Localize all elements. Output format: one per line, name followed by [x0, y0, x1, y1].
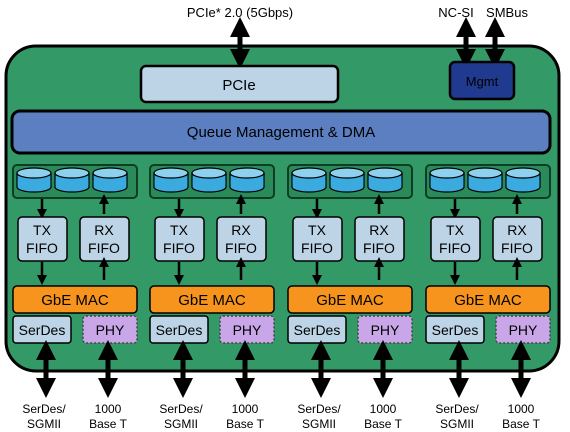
tx-fifo-label-line2: FIFO	[439, 240, 471, 256]
buffer-disk-top	[429, 167, 465, 179]
gbe-mac-block	[425, 285, 551, 314]
gbe-mac-block	[287, 285, 413, 314]
serdes-external-label-line1: SerDes/	[435, 402, 479, 416]
buffer-disk-fill	[292, 180, 326, 187]
tx-fifo-label-line2: FIFO	[26, 240, 58, 256]
buffer-disk-top	[191, 167, 227, 179]
buffer-disk-fill	[93, 180, 127, 187]
buffer-disk-fill	[55, 180, 89, 187]
buffer-disk-top	[153, 167, 189, 179]
mgmt-block: Mgmt	[448, 60, 516, 101]
tx-fifo-label-line2: FIFO	[301, 240, 333, 256]
gbe-mac-label: GbE MAC	[41, 292, 109, 309]
gbe-mac-label: GbE MAC	[316, 292, 384, 309]
serdes-external-label-line1: SerDes/	[22, 402, 66, 416]
tx-fifo-label-line1: TX	[308, 222, 327, 238]
rx-fifo-label-line1: RX	[507, 222, 527, 238]
buffer-disk-fill	[230, 180, 264, 187]
phy-external-label-line1: 1000	[370, 402, 397, 416]
serdes-external-label-line2: SGMII	[164, 417, 198, 431]
serdes-external-label-line1: SerDes/	[159, 402, 203, 416]
gbe-mac-label: GbE MAC	[178, 292, 246, 309]
buffer-disk-top	[467, 167, 503, 179]
phy-block	[495, 315, 551, 344]
port-column: TX FIFO RX FIFO GbE MAC SerDes PHY SerDes/SGMII…	[425, 164, 551, 431]
buffer-disk-top	[229, 167, 265, 179]
buffer-disk-fill	[430, 180, 464, 187]
tx-fifo-label-line1: TX	[33, 222, 52, 238]
mgmt-block-label: Mgmt	[466, 74, 499, 89]
buffer-disk-top	[92, 167, 128, 179]
buffer-disk-fill	[468, 180, 502, 187]
buffer-disk-fill	[506, 180, 540, 187]
phy-external-label-line1: 1000	[232, 402, 259, 416]
buffer-disk-fill	[330, 180, 364, 187]
gbe-mac-block	[149, 285, 275, 314]
port-column: TX FIFO RX FIFO GbE MAC SerDes PHY SerDes/SGMII…	[149, 164, 275, 431]
buffer-disk-fill	[192, 180, 226, 187]
buffer-disk-top	[367, 167, 403, 179]
buffer-disk-top	[329, 167, 365, 179]
phy-external-label-line2: Base T	[89, 417, 127, 431]
buffer-disk-top	[291, 167, 327, 179]
serdes-external-label-line2: SGMII	[27, 417, 61, 431]
serdes-label: SerDes	[19, 322, 66, 338]
queue-dma-label: Queue Management & DMA	[187, 124, 375, 141]
phy-block	[82, 315, 138, 344]
phy-external-label-line2: Base T	[226, 417, 264, 431]
phy-block	[219, 315, 275, 344]
phy-external-label-line1: 1000	[95, 402, 122, 416]
rx-fifo-label-line2: FIFO	[363, 240, 395, 256]
phy-external-label-line1: 1000	[508, 402, 535, 416]
phy-label: PHY	[509, 322, 538, 338]
ports-layer: TX FIFO RX FIFO GbE MAC SerDes PHY SerDes/SGMII…	[12, 164, 551, 431]
gbe-mac-block	[12, 285, 138, 314]
tx-fifo-label-line2: FIFO	[163, 240, 195, 256]
tx-fifo-block	[17, 216, 68, 262]
buffer-disk-top	[16, 167, 52, 179]
queue-dma-block: Queue Management & DMA	[10, 109, 552, 155]
phy-block	[357, 315, 413, 344]
buffer-disk-top	[505, 167, 541, 179]
serdes-external-label-line1: SerDes/	[297, 402, 341, 416]
tx-fifo-block	[292, 216, 343, 262]
phy-label: PHY	[371, 322, 400, 338]
pcie-block-label: PCIe	[222, 77, 255, 94]
tx-fifo-label-line1: TX	[446, 222, 465, 238]
rx-fifo-label-line1: RX	[231, 222, 251, 238]
rx-fifo-label-line1: RX	[369, 222, 389, 238]
serdes-label: SerDes	[432, 322, 479, 338]
port-column: TX FIFO RX FIFO GbE MAC SerDes PHY SerDes/SGMII…	[287, 164, 413, 431]
tx-fifo-label-line1: TX	[170, 222, 189, 238]
serdes-label: SerDes	[156, 322, 203, 338]
buffer-disk-fill	[17, 180, 51, 187]
pcie-bus-label: PCIe* 2.0 (5Gbps)	[187, 5, 293, 20]
rx-fifo-label-line2: FIFO	[501, 240, 533, 256]
buffer-disk-fill	[154, 180, 188, 187]
rx-fifo-label-line2: FIFO	[225, 240, 257, 256]
phy-label: PHY	[233, 322, 262, 338]
buffer-disk-top	[54, 167, 90, 179]
smbus-label: SMBus	[486, 5, 528, 20]
tx-fifo-block	[154, 216, 205, 262]
phy-external-label-line2: Base T	[502, 417, 540, 431]
phy-label: PHY	[96, 322, 125, 338]
serdes-label: SerDes	[294, 322, 341, 338]
serdes-external-label-line2: SGMII	[302, 417, 336, 431]
port-column: TX FIFO RX FIFO GbE MAC SerDes PHY SerDes/SGMII…	[12, 164, 138, 431]
rx-fifo-label-line2: FIFO	[88, 240, 120, 256]
pcie-block: PCIe	[139, 64, 340, 104]
gbe-mac-label: GbE MAC	[454, 292, 522, 309]
ncsi-label: NC-SI	[438, 5, 473, 20]
buffer-disk-fill	[368, 180, 402, 187]
phy-external-label-line2: Base T	[364, 417, 402, 431]
rx-fifo-label-line1: RX	[94, 222, 114, 238]
serdes-external-label-line2: SGMII	[440, 417, 474, 431]
tx-fifo-block	[430, 216, 481, 262]
